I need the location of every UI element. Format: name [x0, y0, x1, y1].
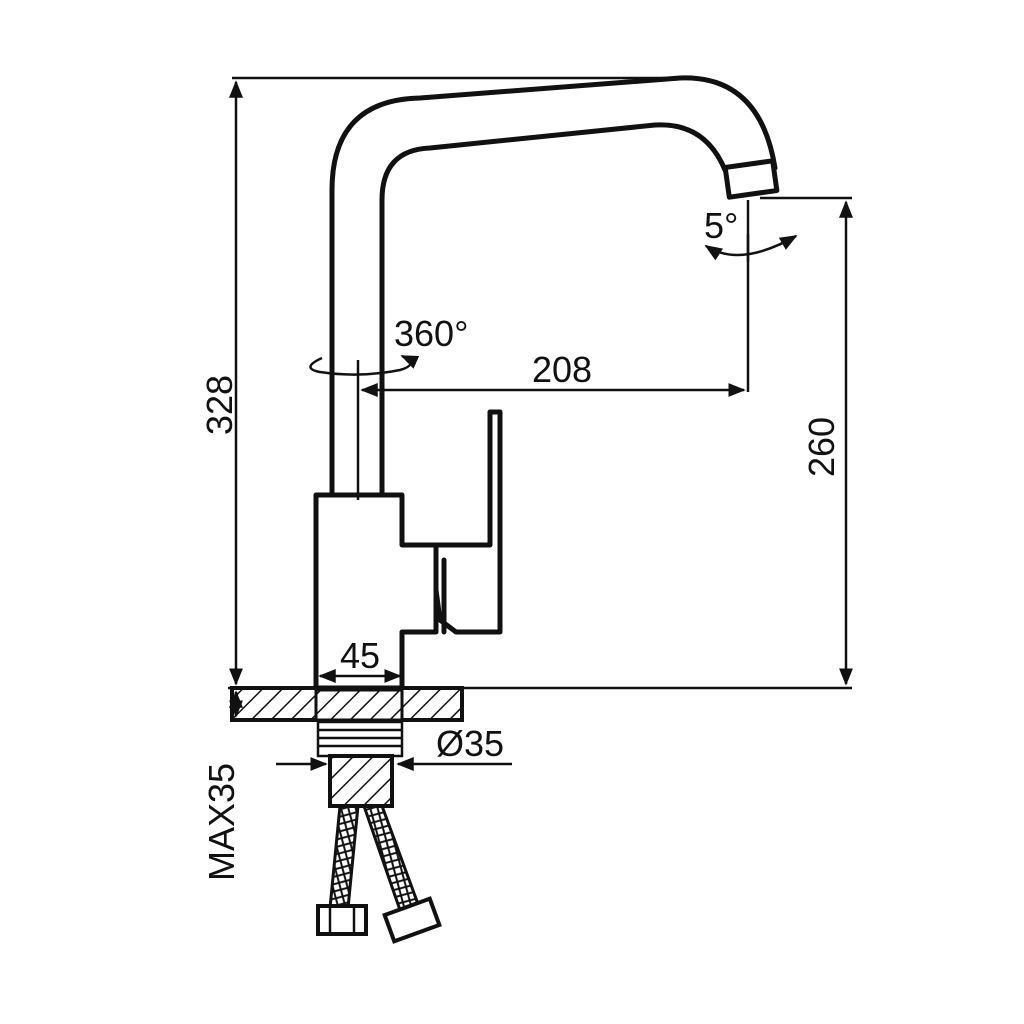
supply-hoses: [316, 804, 442, 944]
spout-inner: [379, 122, 728, 498]
label-spout-height: 260: [801, 417, 842, 477]
lever-handle: [433, 409, 503, 635]
tilt-indicator: [704, 200, 798, 262]
hose-nut-right: [382, 896, 442, 944]
label-rotation: 360°: [394, 313, 468, 354]
rotation-indicator: [309, 354, 420, 376]
label-total-height: 328: [199, 375, 240, 435]
label-tilt: 5°: [704, 205, 738, 246]
label-base-width: 45: [340, 635, 380, 676]
spout-outer: [329, 75, 778, 498]
label-mount-hole: Ø35: [436, 723, 504, 764]
label-max-thickness: MAX35: [201, 763, 242, 881]
mounting-shank: [316, 720, 404, 808]
aerator-nozzle: [722, 158, 780, 200]
hose-nut-left: [316, 904, 368, 936]
dim-spout-height: [760, 196, 853, 686]
dim-max-thickness: [229, 690, 250, 722]
label-reach: 208: [532, 349, 592, 390]
countertop-section: [230, 686, 464, 722]
dim-total-height: [228, 76, 690, 690]
